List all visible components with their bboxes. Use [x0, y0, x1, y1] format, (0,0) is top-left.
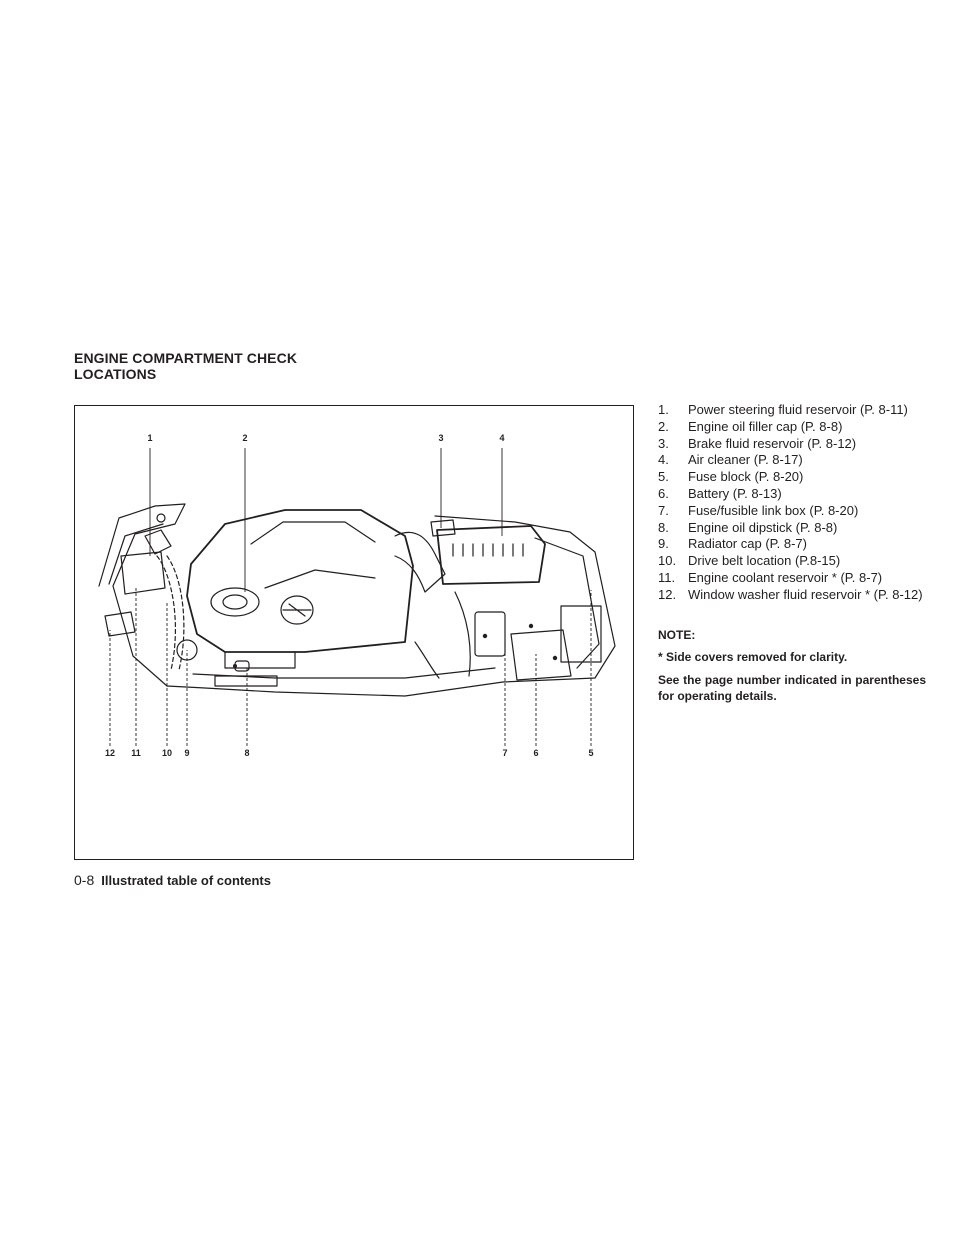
list-item: 11. Engine coolant reservoir * (P. 8-7): [658, 570, 928, 587]
cover-emblem-mark: [282, 603, 312, 617]
item-number: 1.: [658, 402, 669, 417]
item-text: Engine oil dipstick (P. 8-8): [688, 519, 838, 535]
power-steering-reservoir-shape: [144, 529, 172, 555]
front-lamp-left: [214, 675, 278, 687]
left-bolt: [156, 513, 166, 523]
left-fender-outline: [98, 503, 186, 687]
section-title-line-2: LOCATIONS: [74, 366, 157, 382]
air-cleaner-box: [436, 525, 546, 585]
callout-4: 4: [499, 433, 504, 443]
right-inner-fender: [534, 537, 600, 669]
fuse-block-shape: [560, 605, 602, 663]
item-text: Brake fluid reservoir (P. 8-12): [688, 435, 857, 451]
item-number: 6.: [658, 485, 669, 501]
brake-reservoir-shape: [430, 519, 456, 537]
note-heading: NOTE:: [658, 628, 696, 642]
list-item: 3. Brake fluid reservoir (P. 8-12): [658, 436, 928, 453]
section-title: ENGINE COMPARTMENT CHECK LOCATIONS: [74, 350, 297, 382]
list-item: 9. Radiator cap (P. 8-7): [658, 536, 928, 553]
air-cleaner-ribs: [452, 543, 524, 557]
engine-compartment-illustration: 1 2 3 4 12 11 10 9 8 7 6 5: [98, 433, 616, 758]
engine-cover-ridge: [250, 521, 376, 545]
section-title-line-1: ENGINE COMPARTMENT CHECK: [74, 350, 298, 366]
list-item: 6. Battery (P. 8-13): [658, 486, 928, 503]
list-item: 4. Air cleaner (P. 8-17): [658, 452, 928, 469]
callout-9: 9: [184, 748, 189, 758]
page-number: 0-8: [74, 872, 95, 888]
callout-6: 6: [533, 748, 538, 758]
item-text: Engine oil filler cap (P. 8-8): [688, 418, 843, 434]
engine-front-strip: [224, 651, 296, 669]
drive-belt-shape: [156, 555, 185, 671]
list-item: 12. Window washer fluid reservoir * (P. 8…: [658, 587, 928, 604]
item-number: 5.: [658, 469, 669, 485]
fuse-link-box-shape: [474, 611, 506, 657]
engine-compartment-figure: 1 2 3 4 12 11 10 9 8 7 6 5: [74, 405, 634, 860]
oil-filler-cap-shape: [210, 587, 260, 617]
item-text: Radiator cap (P. 8-7): [688, 536, 807, 552]
callout-3: 3: [438, 433, 443, 443]
washer-reservoir-shape: [104, 611, 136, 637]
radiator-support: [166, 681, 504, 697]
item-text: Engine coolant reservoir * (P. 8-7): [688, 569, 883, 585]
item-number: 11.: [658, 569, 676, 585]
list-item: 7. Fuse/fusible link box (P. 8-20): [658, 503, 928, 520]
list-item: 8. Engine oil dipstick (P. 8-8): [658, 520, 928, 537]
item-number: 12.: [658, 586, 677, 602]
callout-1: 1: [147, 433, 152, 443]
item-text: Fuse block (P. 8-20): [688, 469, 804, 485]
item-number: 9.: [658, 536, 669, 552]
callout-5: 5: [588, 748, 593, 758]
engine-cover-panel: [264, 569, 376, 589]
callout-2: 2: [242, 433, 247, 443]
item-text: Air cleaner (P. 8-17): [688, 452, 803, 468]
oil-filler-cap-inner: [222, 594, 248, 610]
item-text: Drive belt location (P.8-15): [688, 553, 841, 569]
item-text: Power steering fluid reservoir (P. 8-11): [688, 402, 908, 417]
callout-12: 12: [105, 748, 115, 758]
air-intake-duct: [394, 531, 446, 593]
cover-emblem: [280, 595, 314, 625]
callout-11: 11: [131, 748, 141, 758]
list-item: 2. Engine oil filler cap (P. 8-8): [658, 419, 928, 436]
item-text: Battery (P. 8-13): [688, 485, 782, 501]
engine-cover: [186, 509, 414, 653]
note-see-page: See the page number indicated in parenth…: [658, 673, 926, 703]
component-list: 1. Power steering fluid reservoir (P. 8-1…: [658, 402, 928, 604]
coolant-reservoir-shape: [120, 551, 166, 595]
item-number: 8.: [658, 519, 669, 535]
item-number: 2.: [658, 418, 669, 434]
right-fender-outline: [434, 515, 616, 683]
callout-7: 7: [502, 748, 507, 758]
item-number: 7.: [658, 502, 669, 518]
item-text: Window washer fluid reservoir * (P. 8-12…: [688, 586, 923, 602]
note-side-covers: * Side covers removed for clarity.: [658, 650, 848, 664]
list-item: 5. Fuse block (P. 8-20): [658, 469, 928, 486]
footer-label: Illustrated table of contents: [101, 873, 271, 888]
list-item: 1. Power steering fluid reservoir (P. 8-1…: [658, 402, 928, 419]
page-footer: 0-8 Illustrated table of contents: [74, 872, 271, 889]
callout-8: 8: [244, 748, 249, 758]
right-hose: [454, 591, 471, 677]
list-item: 10. Drive belt location (P.8-15): [658, 553, 928, 570]
item-number: 4.: [658, 452, 669, 468]
item-number: 3.: [658, 435, 669, 451]
item-text: Fuse/fusible link box (P. 8-20): [688, 502, 859, 518]
center-tube: [414, 641, 440, 679]
item-number: 10.: [658, 553, 677, 569]
callout-10: 10: [162, 748, 172, 758]
battery-shape: [510, 629, 572, 681]
